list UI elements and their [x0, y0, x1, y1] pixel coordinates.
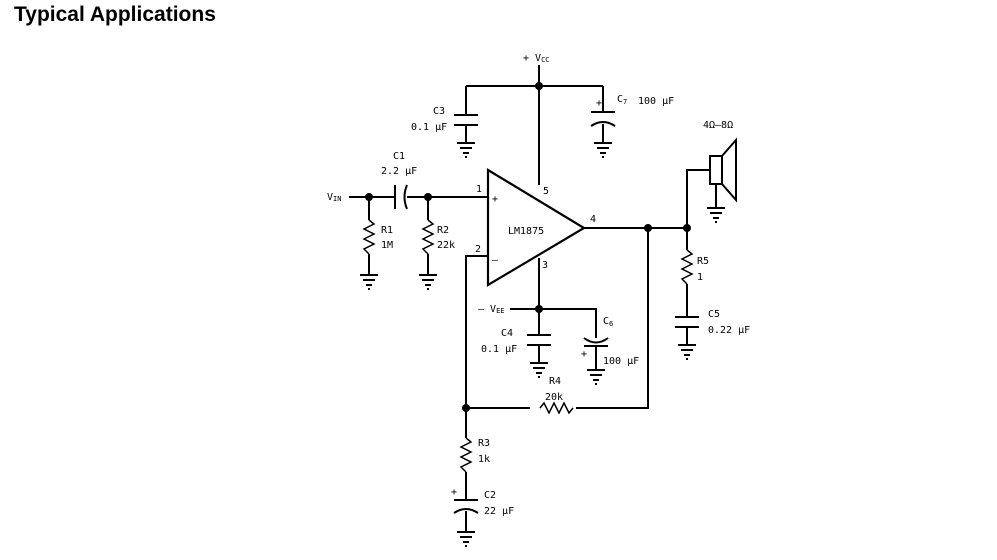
capacitor-c7: + C7 100 µF — [590, 94, 674, 127]
ic-name: LM1875 — [508, 226, 544, 237]
ground-icon-speaker — [707, 207, 725, 223]
r5-value: 1 — [697, 272, 703, 283]
speaker-value: 4Ω–8Ω — [703, 120, 733, 131]
c6-value: 100 µF — [603, 356, 639, 367]
c2-name: C2 — [484, 490, 496, 501]
r4-name: R4 — [549, 376, 561, 387]
c7-value: 100 µF — [638, 96, 674, 107]
svg-text:VIN: VIN — [327, 192, 341, 203]
vcc-label: + VCC — [523, 53, 550, 64]
ground-icon-c3 — [457, 142, 475, 158]
ground-icon-r1 — [360, 274, 378, 290]
resistor-r4: R4 20k — [539, 376, 574, 415]
c1-value: 2.2 µF — [381, 166, 417, 177]
c5-value: 0.22 µF — [708, 325, 750, 336]
ic-lm1875: LM1875 + – 1 2 3 4 5 — [475, 168, 596, 287]
ground-icon-c7 — [594, 142, 612, 158]
r3-name: R3 — [478, 438, 490, 449]
pin-3-label: 3 — [542, 260, 548, 271]
capacitor-c1: C1 2.2 µF — [381, 151, 417, 210]
r1-name: R1 — [381, 225, 393, 236]
wires — [349, 65, 717, 532]
resistor-r1: R1 1M — [362, 219, 393, 255]
ic-minus-sign: – — [492, 255, 499, 266]
r5-name: R5 — [697, 256, 709, 267]
pin-2-label: 2 — [475, 244, 481, 255]
ic-plus-sign: + — [492, 194, 498, 205]
vin-label: VIN — [327, 192, 341, 203]
c4-value: 0.1 µF — [481, 344, 517, 355]
c2-value: 22 µF — [484, 506, 514, 517]
c6-plus: + — [581, 349, 587, 360]
speaker-icon: 4Ω–8Ω — [703, 120, 737, 203]
r1-value: 1M — [381, 240, 393, 251]
c5-name: C5 — [708, 309, 720, 320]
ground-icon-c2 — [457, 531, 475, 547]
r3-value: 1k — [478, 454, 490, 465]
svg-text:– VEE: – VEE — [478, 304, 505, 315]
pin-4-label: 4 — [590, 214, 596, 225]
ground-icon-c6 — [587, 369, 605, 385]
c4-name: C4 — [501, 328, 513, 339]
vee-label: – VEE — [478, 304, 505, 315]
c3-name: C3 — [433, 106, 445, 117]
ground-icon-c5 — [678, 344, 696, 360]
r2-value: 22k — [437, 240, 455, 251]
svg-text:C7: C7 — [617, 94, 627, 106]
resistor-r3: R3 1k — [459, 437, 490, 473]
svg-text:+ VCC: + VCC — [523, 53, 550, 64]
pin-5-label: 5 — [543, 186, 549, 197]
r2-name: R2 — [437, 225, 449, 236]
junction-dots — [365, 82, 691, 412]
capacitor-c3: C3 0.1 µF — [411, 106, 478, 133]
c2-plus: + — [451, 487, 457, 498]
ground-icon-r2 — [419, 274, 437, 290]
c1-name: C1 — [393, 151, 405, 162]
capacitor-c6: + C6 100 µF — [581, 316, 639, 367]
page-heading: Typical Applications — [14, 3, 216, 26]
c7-plus: + — [596, 98, 602, 109]
capacitor-c4: C4 0.1 µF — [481, 328, 551, 355]
svg-text:C6: C6 — [603, 316, 613, 328]
c3-value: 0.1 µF — [411, 122, 447, 133]
resistor-r2: R2 22k — [421, 219, 455, 255]
capacitor-c2: + C2 22 µF — [451, 487, 514, 517]
r4-value: 20k — [545, 392, 563, 403]
ground-icon-c4 — [530, 362, 548, 378]
resistor-r5: R5 1 — [680, 249, 709, 285]
pin-1-label: 1 — [476, 184, 482, 195]
capacitor-c5: C5 0.22 µF — [675, 309, 750, 336]
